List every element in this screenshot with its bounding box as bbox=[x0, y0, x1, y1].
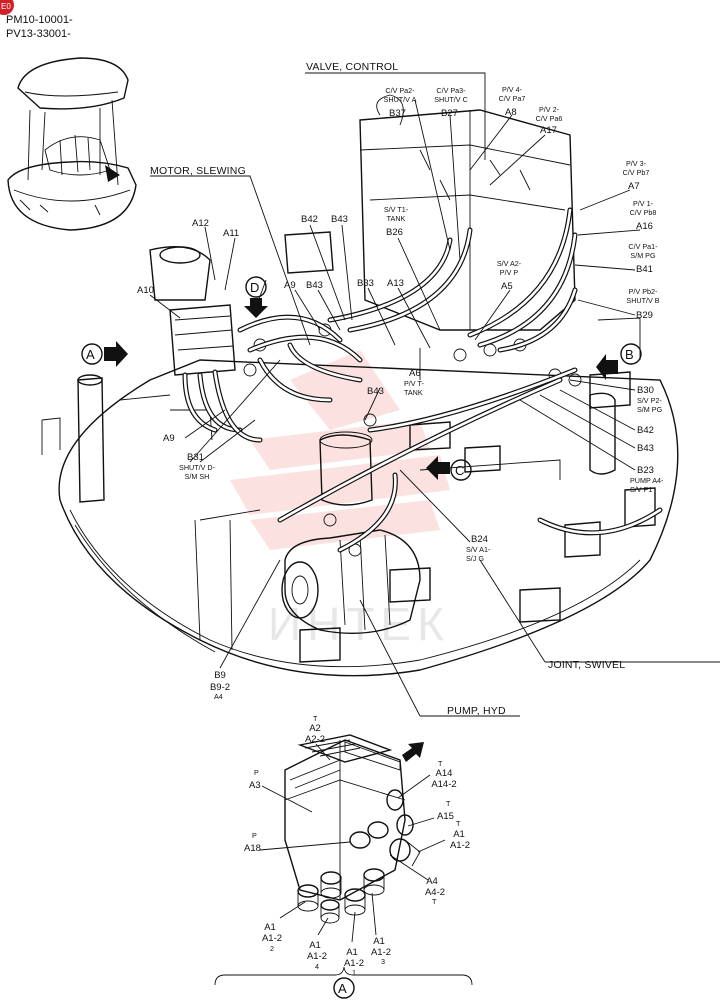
label-b41: B41 bbox=[636, 264, 653, 275]
view-marker-a: A bbox=[86, 347, 95, 362]
label-b43-top: B43 bbox=[331, 214, 348, 225]
detail-a3: A3 bbox=[249, 780, 261, 791]
label-b24: B24 bbox=[471, 534, 488, 545]
detail-a1-3-post: 3 bbox=[381, 957, 385, 966]
label-a10: A10 bbox=[137, 285, 154, 296]
header: E0 PM10-10001- PV13-33001- bbox=[0, 0, 73, 40]
arrow-b-icon bbox=[596, 354, 618, 380]
serial-1: PM10-10001- bbox=[6, 14, 73, 26]
detail-a4-post: T bbox=[432, 897, 437, 906]
callout-motor-slewing: MOTOR, SLEWING bbox=[150, 165, 246, 177]
upper-structure bbox=[41, 94, 679, 677]
view-arrows bbox=[104, 298, 618, 762]
corner-badge bbox=[0, 0, 14, 15]
part-labels: C/V Pa2-SHUT/V A B37 C/V Pa3-SHUT/V C B2… bbox=[137, 85, 664, 701]
label-b23: B23 bbox=[637, 465, 654, 476]
detail-a14-pre: T bbox=[438, 759, 443, 768]
label-b27: B27 bbox=[441, 108, 458, 119]
label-b37: B37 bbox=[389, 108, 406, 119]
label-b43-top-2: B43 bbox=[306, 280, 323, 291]
hose-lines bbox=[182, 207, 663, 553]
view-marker-c: C bbox=[455, 463, 464, 478]
detail-a15: A15 bbox=[437, 811, 454, 822]
label-a5-sub: S/V A2-P/V P bbox=[497, 259, 522, 277]
detail-a18: A18 bbox=[244, 843, 261, 854]
label-a16: A16 bbox=[636, 221, 653, 232]
arrow-d-icon bbox=[244, 298, 268, 318]
label-b9-sub: A4 bbox=[214, 692, 223, 701]
label-b30: B30 bbox=[637, 385, 654, 396]
detail-a1-4-post: 4 bbox=[315, 962, 319, 971]
label-b31: B31 bbox=[187, 452, 204, 463]
label-a13: A13 bbox=[387, 278, 404, 289]
label-b43-right: B43 bbox=[637, 443, 654, 454]
label-a17-sub: P/V 2-C/V Pa6 bbox=[536, 105, 563, 123]
label-b23-sub: PUMP A4-S/V P1 bbox=[630, 476, 664, 494]
view-marker-a-bottom: A bbox=[338, 981, 347, 996]
machine-thumbnail bbox=[7, 57, 137, 231]
detail-a3-pre: P bbox=[254, 768, 259, 777]
detail-a18-pre: P bbox=[252, 831, 257, 840]
view-marker-b: B bbox=[625, 347, 634, 362]
label-b29: B29 bbox=[636, 310, 653, 321]
label-a7-sub: P/V 3-C/V Pb7 bbox=[623, 159, 650, 177]
label-a7: A7 bbox=[628, 181, 640, 192]
label-b27-sub: C/V Pa3-SHUT/V C bbox=[434, 86, 468, 104]
arrow-c-icon bbox=[426, 456, 450, 480]
label-b26-sub: S/V T1-TANK bbox=[384, 205, 409, 223]
label-a8-sub: P/V 4-C/V Pa7 bbox=[499, 85, 526, 103]
label-a6: A6 bbox=[409, 368, 421, 379]
arrow-detail-icon bbox=[402, 742, 424, 762]
detail-a1-1-post: 1 bbox=[352, 968, 356, 977]
label-a8: A8 bbox=[505, 107, 517, 118]
label-a12: A12 bbox=[192, 218, 209, 229]
label-b43-mid: B43 bbox=[367, 386, 384, 397]
detail-a2-pre: T bbox=[313, 714, 318, 723]
label-b42-top: B42 bbox=[301, 214, 318, 225]
label-b29-sub: P/V Pb2-SHUT/V B bbox=[626, 287, 659, 305]
detail-a15-pre: T bbox=[446, 799, 451, 808]
label-b26: B26 bbox=[386, 227, 403, 238]
detail-view-a: A bbox=[214, 734, 473, 999]
label-b24-sub: S/V A1-S/J G bbox=[466, 545, 491, 563]
leader-lines bbox=[149, 72, 720, 717]
label-a16-sub: P/V 1-C/V Pb8 bbox=[630, 199, 657, 217]
label-b30-sub: S/V P2-S/M PG bbox=[637, 396, 663, 414]
label-a6-sub: P/V T-TANK bbox=[404, 379, 424, 397]
watermark-text: ИНТЕК bbox=[268, 598, 450, 650]
arrow-a-icon bbox=[104, 341, 128, 367]
label-b31-sub: SHUT/V D-S/M SH bbox=[179, 463, 216, 481]
view-markers: A B C D bbox=[81, 276, 642, 481]
label-a9-left: A9 bbox=[163, 433, 175, 444]
label-b42-right: B42 bbox=[637, 425, 654, 436]
label-b37-sub: C/V Pa2-SHUT/V A bbox=[384, 86, 417, 104]
label-a5: A5 bbox=[501, 281, 513, 292]
label-a11: A11 bbox=[223, 228, 239, 239]
detail-a1-2-post: 2 bbox=[270, 944, 274, 953]
callout-valve-control: VALVE, CONTROL bbox=[306, 61, 398, 73]
label-a9-top: A9 bbox=[284, 280, 296, 291]
serial-2: PV13-33001- bbox=[6, 28, 71, 40]
detail-a1-right-pre: T bbox=[456, 819, 461, 828]
view-marker-d: D bbox=[250, 280, 259, 295]
corner-badge-label: E0 bbox=[1, 2, 11, 11]
callout-pump-hyd: PUMP, HYD bbox=[447, 705, 506, 717]
callout-joint-swivel: JOINT, SWIVEL bbox=[548, 659, 625, 671]
label-b41-sub: C/V Pa1-S/M PG bbox=[628, 242, 658, 260]
label-b33: B33 bbox=[357, 278, 374, 289]
label-a17: A17 bbox=[540, 125, 557, 136]
